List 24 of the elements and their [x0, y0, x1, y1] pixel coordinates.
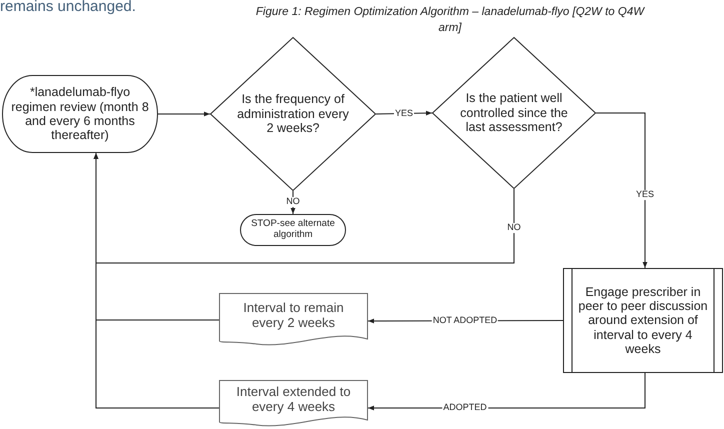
- edge-label: NO: [506, 223, 522, 233]
- node-text: Is the frequency of administration every 2 weeks?: [236, 92, 350, 136]
- process-box: [563, 268, 723, 373]
- node-text: STOP-see alternate algorithm: [250, 219, 336, 241]
- node-text: Engage prescriber in peer to peer discussion around extension of interval to every 4 weeks: [577, 284, 709, 356]
- node-text: Is the patient well controlled since the last assessment?: [459, 91, 569, 135]
- heading-fragment: remains unchanged.: [0, 0, 136, 15]
- node-text: Interval extended to every 4 weeks: [235, 385, 352, 415]
- document-shape: [219, 380, 368, 428]
- node-text: Interval to remain every 2 weeks: [242, 301, 345, 331]
- edge-label: YES: [635, 190, 655, 200]
- decision-diamond: [210, 37, 376, 191]
- edge-label: ADOPTED: [442, 403, 488, 413]
- arrow: [158, 112, 210, 116]
- terminal-shape: [240, 214, 346, 246]
- node-text: *lanadelumab-flyo regimen review (month 8 and every 6 months thereafter): [10, 85, 150, 143]
- edge-label: NOT ADOPTED: [432, 316, 498, 326]
- arrow: [596, 112, 648, 268]
- arrow: [94, 152, 220, 408]
- edge-label: YES: [394, 109, 414, 119]
- decision-diamond: [432, 37, 596, 189]
- figure-title: Figure 1: Regimen Optimization Algorithm – lanadelumab-flyo [Q2W to Q4W arm]: [254, 5, 646, 36]
- edge-label: NO: [285, 197, 301, 207]
- document-shape: [219, 293, 368, 347]
